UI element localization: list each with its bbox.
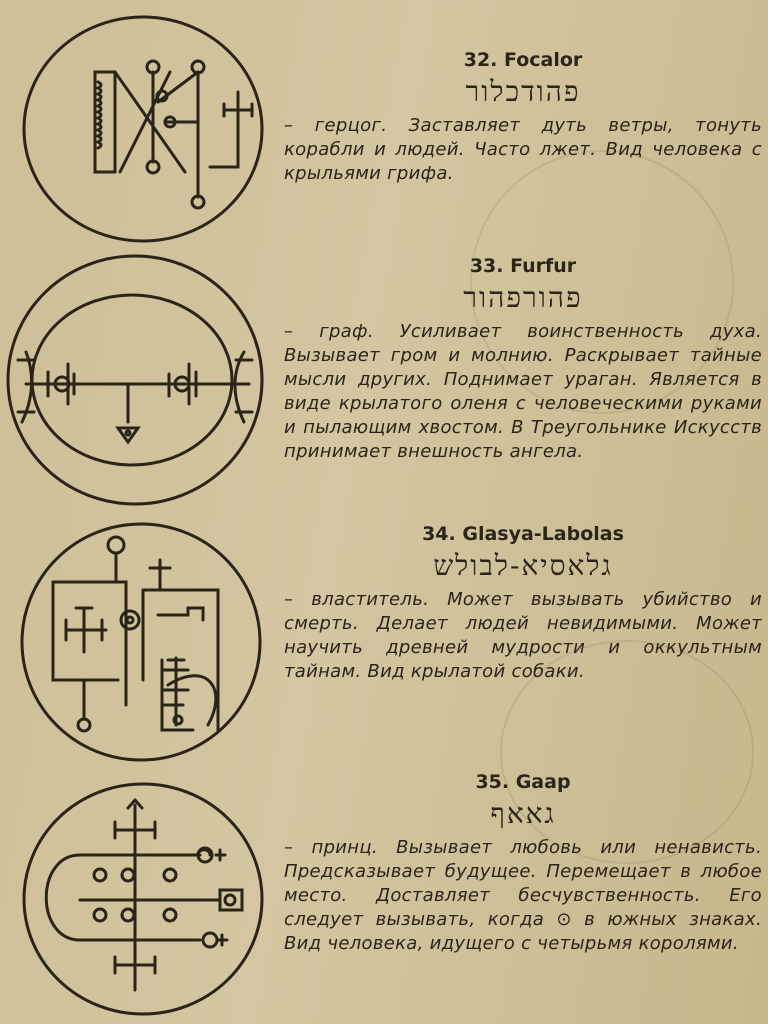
seal-glasya-labolas xyxy=(18,520,264,764)
entry-hebrew-name: גאאף xyxy=(490,797,556,830)
seal-focalor xyxy=(20,12,266,246)
entry-title: 35. Gaap xyxy=(475,771,571,793)
entry-description: – властитель. Может вызывать убийство и … xyxy=(284,589,762,682)
entry-title: 33. Furfur xyxy=(469,255,577,277)
entry-focalor: 32. Focalor פהודכלור – герцог. Заставляе… xyxy=(284,48,762,186)
entry-title: 34. Glasya-Labolas xyxy=(422,523,624,545)
entry-glasya-labolas: 34. Glasya-Labolas גלאסיא-לבולש – власти… xyxy=(284,522,762,684)
entry-hebrew-name: פהורפהור xyxy=(463,281,583,314)
entry-gaap: 35. Gaap גאאף – принц. Вызывает любовь и… xyxy=(284,770,762,956)
entry-hebrew-name: גלאסיא-לבולש xyxy=(433,549,613,582)
entry-hebrew-name: פהודכלור xyxy=(465,75,581,108)
show-through-circle xyxy=(470,150,734,414)
seal-furfur xyxy=(4,252,266,508)
entry-description: – принц. Вызывает любовь или ненависть. … xyxy=(284,837,762,954)
entry-title: 32. Focalor xyxy=(463,49,583,71)
show-through-circle xyxy=(500,640,754,864)
seal-gaap xyxy=(20,780,266,1018)
entry-description: – граф. Усиливает воинственность духа. В… xyxy=(284,321,762,462)
entry-furfur: 33. Furfur פהורפהור – граф. Усиливает во… xyxy=(284,254,762,464)
entry-description: – герцог. Заставляет дуть ветры, тонуть … xyxy=(284,115,762,184)
